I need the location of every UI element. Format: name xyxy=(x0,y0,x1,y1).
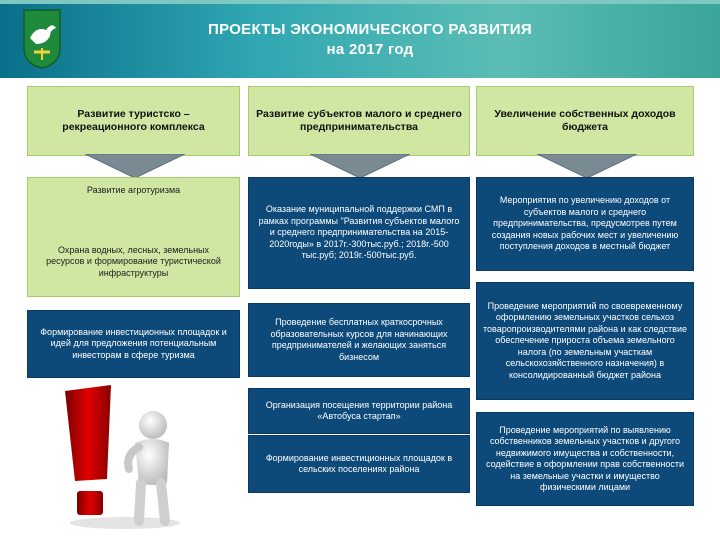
tourism-item-investment: Формирование инвестиционных площадок и и… xyxy=(27,310,240,378)
heading-business: Развитие субъектов малого и среднего пре… xyxy=(248,86,470,156)
coat-of-arms-icon xyxy=(23,9,61,69)
page-header: ПРОЕКТЫ ЭКОНОМИЧЕСКОГО РАЗВИТИЯ на 2017 … xyxy=(0,0,720,78)
budget-item-smp-income: Мероприятия по увеличению доходов от суб… xyxy=(476,177,694,271)
tourism-item-resources: Охрана водных, лесных, земельных ресурсо… xyxy=(46,244,221,278)
arrow-down-tourism xyxy=(85,154,185,178)
title-line-2: на 2017 год xyxy=(326,41,414,58)
budget-item-owners: Проведение мероприятий по выявлению собс… xyxy=(476,412,694,506)
business-item-courses: Проведение бесплатных краткосрочных обра… xyxy=(248,303,470,377)
budget-item-land-registration: Проведение мероприятий по своевременному… xyxy=(476,282,694,400)
business-item-support: Оказание муниципальной поддержки СМП в р… xyxy=(248,177,470,289)
business-item-startup-bus: Организация посещения территории района … xyxy=(248,388,470,434)
arrow-down-business xyxy=(310,154,410,178)
header-top-stripe xyxy=(0,0,720,4)
page-title: ПРОЕКТЫ ЭКОНОМИЧЕСКОГО РАЗВИТИЯ на 2017 … xyxy=(110,20,630,60)
title-line-1: ПРОЕКТЫ ЭКОНОМИЧЕСКОГО РАЗВИТИЯ xyxy=(208,21,532,38)
heading-budget: Увеличение собственных доходов бюджета xyxy=(476,86,694,156)
exclamation-figure-icon xyxy=(65,385,180,529)
tourism-item-agrotourism: Развитие агротуризма xyxy=(27,177,240,297)
business-item-investment-sites: Формирование инвестиционных площадок в с… xyxy=(248,435,470,493)
heading-tourism: Развитие туристско – рекреационного комп… xyxy=(27,86,240,156)
arrow-down-budget xyxy=(537,154,637,178)
